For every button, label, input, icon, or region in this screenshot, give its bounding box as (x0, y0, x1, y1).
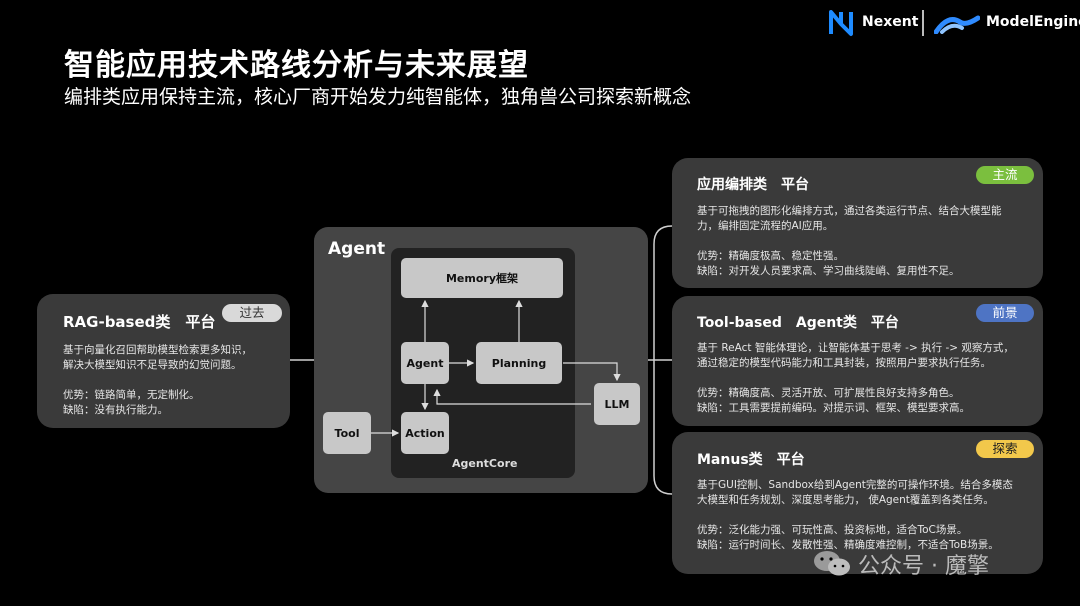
explore-badge: 探索 (976, 440, 1034, 458)
agent-node: Agent (401, 342, 449, 384)
prospect-badge: 前景 (976, 304, 1034, 322)
tool-agent-card-body: 基于 ReAct 智能体理论，让智能体基于思考 -> 执行 -> 观察方式， 通… (697, 342, 1014, 414)
memory-node: Memory框架 (401, 258, 563, 298)
orchestration-card-title: 应用编排类 平台 (697, 177, 809, 193)
wechat-icon (814, 551, 850, 576)
nexent-logo-text: Nexent (862, 14, 919, 30)
logo-divider (922, 10, 924, 36)
agent-core-label: AgentCore (452, 457, 518, 470)
past-badge: 过去 (222, 304, 282, 322)
planning-node: Planning (476, 342, 562, 384)
page-subtitle: 编排类应用保持主流，核心厂商开始发力纯智能体，独角兽公司探索新概念 (64, 86, 692, 108)
manus-card-title: Manus类 平台 (697, 452, 805, 468)
page-title: 智能应用技术路线分析与未来展望 (64, 48, 529, 83)
mainstream-badge: 主流 (976, 166, 1034, 184)
agent-panel-title: Agent (328, 239, 386, 259)
tool-agent-card-title: Tool-based Agent类 平台 (697, 315, 899, 331)
tool-node: Tool (323, 412, 371, 454)
rag-card-title: RAG-based类 平台 (63, 313, 216, 331)
modelengine-logo-icon (934, 15, 980, 34)
manus-card-body: 基于GUI控制、Sandbox给到Agent完整的可操作环境。结合多模态 大模型… (697, 479, 1013, 551)
action-node: Action (401, 412, 449, 454)
watermark-text: 公众号 · 魔擎 (858, 554, 989, 579)
modelengine-logo-text: ModelEngine (986, 14, 1080, 30)
orchestration-card-body: 基于可拖拽的图形化编排方式，通过各类运行节点、结合大模型能 力，编排固定流程的A… (697, 205, 1002, 277)
rag-card-body: 基于向量化召回帮助模型检索更多知识， 解决大模型知识不足导致的幻觉问题。 优势：… (63, 344, 252, 416)
nexent-logo-icon (829, 10, 853, 36)
llm-node: LLM (594, 383, 640, 425)
